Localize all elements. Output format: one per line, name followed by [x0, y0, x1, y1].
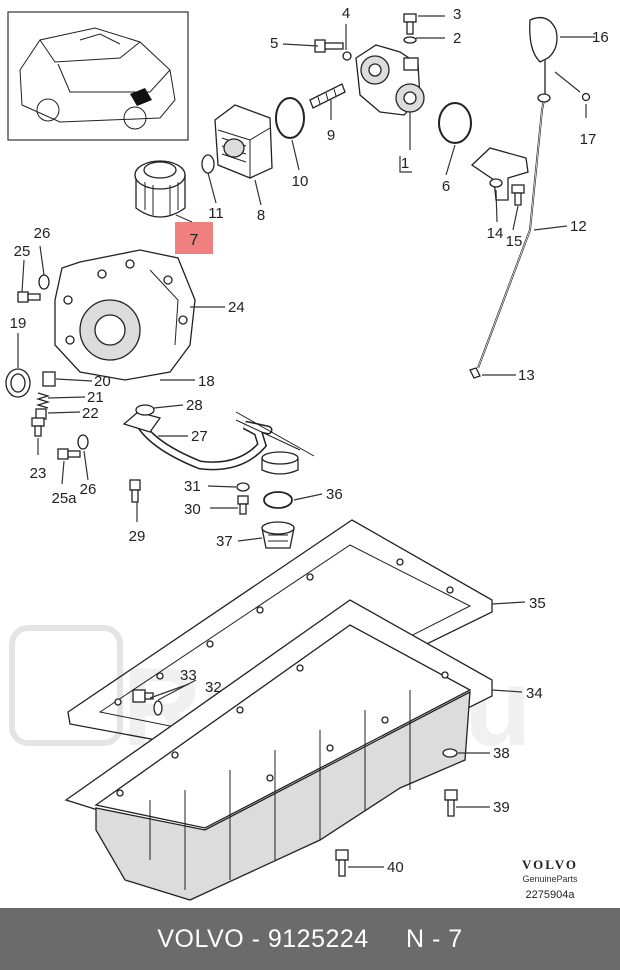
callout-8: 8: [257, 207, 265, 224]
washer-32: [153, 700, 163, 716]
o-ring-10: [275, 97, 305, 139]
callout-16: 16: [592, 29, 609, 46]
callout-25a: 25a: [51, 490, 77, 507]
highlighted-callout-box: [175, 222, 213, 254]
washer-38: [442, 748, 458, 758]
footer-brand: VOLVO: [157, 924, 245, 953]
callout-1: 1: [401, 155, 409, 172]
callout-33: 33: [180, 667, 197, 684]
washer-31: [236, 482, 250, 492]
callout-22: 22: [82, 405, 99, 422]
gasket-28: [135, 404, 155, 416]
bolt-25a: [57, 448, 81, 460]
callout-5: 5: [270, 35, 278, 52]
clip-36: [263, 491, 293, 509]
washer-14: [489, 178, 503, 188]
drain-plug-33: [132, 689, 154, 703]
spring-21: [35, 392, 51, 409]
seal-17: [581, 92, 591, 102]
bolt-30: [237, 495, 249, 515]
callout-38: 38: [493, 745, 510, 762]
callout-15: 15: [506, 233, 523, 250]
oil-filter: [134, 160, 186, 218]
callout-26-bottom: 26: [80, 481, 97, 498]
callout-6: 6: [442, 178, 450, 195]
callout-23: 23: [30, 465, 47, 482]
bolt-39: [444, 789, 458, 817]
callout-34: 34: [526, 685, 543, 702]
washer-26-top: [38, 274, 50, 290]
callout-4: 4: [342, 5, 350, 22]
callout-9: 9: [327, 127, 335, 144]
callout-7: 7: [190, 232, 199, 249]
footer-page: N - 7: [405, 924, 463, 953]
callout-11: 11: [208, 205, 224, 222]
callout-26-top: 26: [34, 225, 51, 242]
volvo-logo: VOLVO: [522, 857, 578, 872]
washer-2: [403, 36, 417, 44]
callout-19: 19: [10, 315, 27, 332]
o-ring-6: [438, 102, 472, 144]
callout-32: 32: [205, 679, 222, 696]
pipe-9: [309, 83, 346, 109]
oil-pump-assembly: [355, 44, 425, 116]
callout-28: 28: [186, 397, 203, 414]
leader-lines: [17, 15, 595, 868]
washer-26-bottom: [77, 434, 89, 450]
drawing-number: 2275904a: [526, 889, 576, 901]
filter-housing: [214, 104, 273, 179]
callout-30: 30: [184, 501, 201, 518]
callout-12: 12: [570, 218, 587, 235]
callout-3: 3: [453, 6, 461, 23]
plug-23: [31, 417, 45, 437]
callout-25: 25: [14, 243, 31, 260]
seal-11: [201, 154, 215, 174]
callout-35: 35: [529, 595, 546, 612]
callout-13: 13: [518, 367, 535, 384]
callout-18: 18: [198, 373, 215, 390]
callout-29: 29: [129, 528, 146, 545]
callout-labels: 4 3 5 2 16 17 9 1 10 6 11 8 7 12 14 15 2…: [10, 5, 609, 876]
car-thumbnail: [7, 11, 189, 141]
callout-24: 24: [228, 299, 245, 316]
exploded-parts-diagram: Rulls.ru: [5, 5, 609, 901]
bolt-15: [511, 184, 525, 206]
footer-spacer: [369, 925, 406, 954]
bolt-29: [129, 479, 141, 503]
strainer-37: [261, 521, 295, 549]
bolt-5: [314, 39, 344, 53]
oil-pickup-pipe: [122, 411, 315, 475]
callout-20: 20: [94, 373, 111, 390]
footer-part-number: 9125224: [267, 924, 369, 953]
timing-cover: [54, 249, 196, 381]
dipstick: [469, 16, 558, 379]
oil-pan: [64, 599, 493, 901]
callout-40: 40: [387, 859, 404, 876]
callout-17: 17: [580, 131, 597, 148]
callout-27: 27: [191, 428, 208, 445]
callout-39: 39: [493, 799, 510, 816]
washer-4: [342, 51, 352, 61]
callout-10: 10: [292, 173, 309, 190]
bolt-3: [403, 13, 417, 35]
footer-bar: VOLVO - 9125224 N - 7: [0, 908, 620, 970]
bolt-40: [335, 849, 349, 877]
callout-31: 31: [184, 478, 201, 495]
genuine-parts-label: GenuineParts: [522, 874, 578, 884]
bolt-25: [17, 291, 41, 303]
callout-36: 36: [326, 486, 343, 503]
brand-block: VOLVO GenuineParts 2275904a: [522, 857, 578, 901]
callout-37: 37: [216, 533, 233, 550]
plug-20: [42, 371, 56, 387]
seal-19: [5, 368, 31, 398]
callout-2: 2: [453, 30, 461, 47]
callout-21: 21: [87, 389, 104, 406]
footer-separator: -: [244, 924, 268, 953]
callout-14: 14: [487, 225, 504, 242]
